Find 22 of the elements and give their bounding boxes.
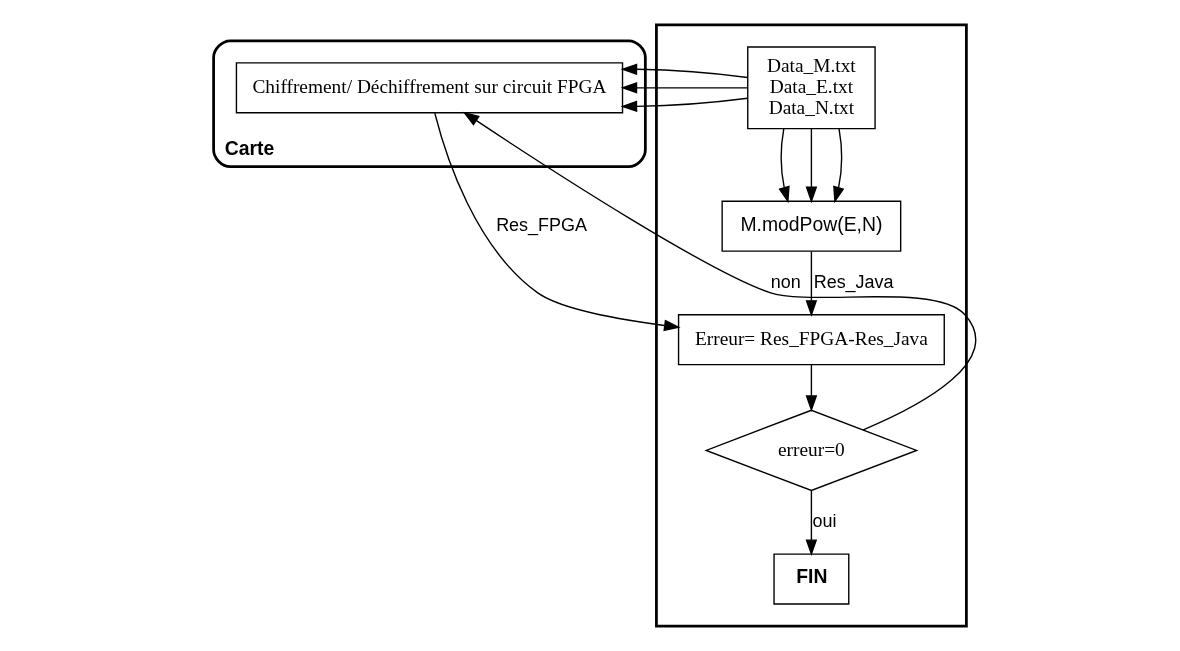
arrow [833,128,845,204]
arrow [778,128,790,204]
node-box: M.modPow(E,N) [721,200,902,252]
arrow [434,112,681,332]
arrow [620,82,749,94]
edge-label: oui [812,511,837,532]
arrow [805,250,818,317]
arrow [620,63,749,79]
node-box: FIN [773,553,850,605]
node-box: Erreur= Res_FPGA-Res_Java [677,314,945,366]
edge-label: Res_Java [813,271,894,292]
node-box: Data_M.txt Data_E.txt Data_N.txt [747,46,876,130]
arrow [805,128,818,204]
node-box: Chiffrement/ Déchiffrement sur circuit FPGA [235,62,624,114]
cluster [655,23,968,628]
arrow [805,364,818,412]
node-diamond: erreur=0 [704,409,919,492]
edge-label: non [770,271,801,292]
arrow [462,111,977,431]
arrow [805,490,818,557]
arrow [620,97,749,113]
edge-label: Res_FPGA [496,214,587,235]
